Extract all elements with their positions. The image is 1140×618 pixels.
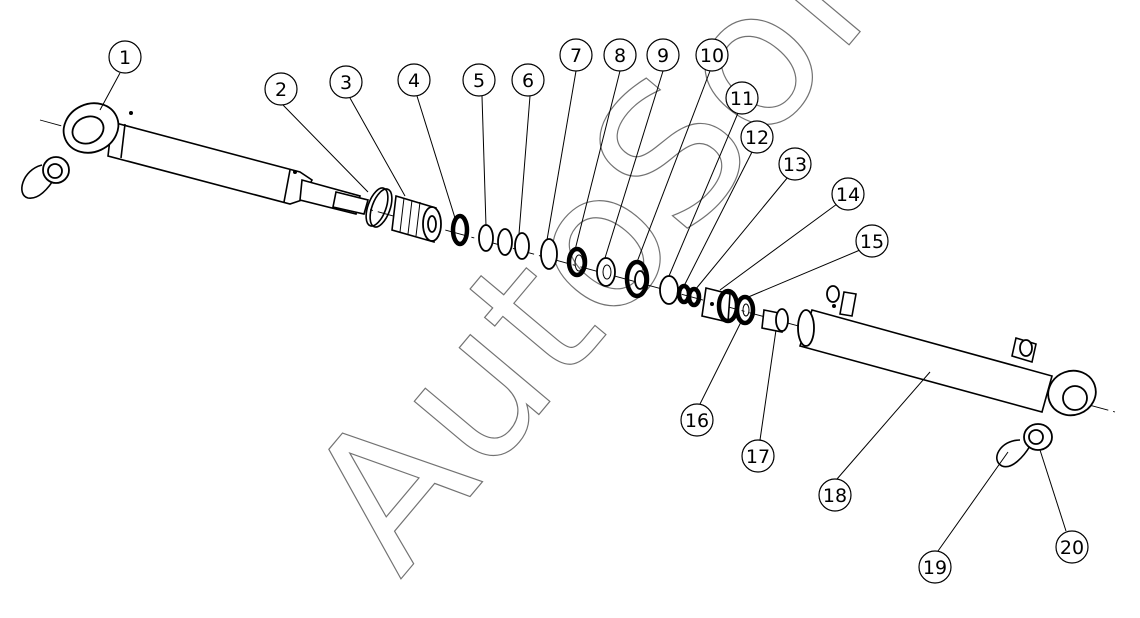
callout-11: 11: [725, 81, 759, 115]
callout-number: 15: [860, 231, 884, 253]
callout-number: 5: [473, 70, 485, 92]
part-13-oring: [686, 286, 702, 308]
callout-circle: [329, 65, 363, 99]
callout-number: 7: [570, 45, 582, 67]
part-3-piston: [391, 194, 442, 244]
part-20-bush: [1023, 423, 1053, 451]
callout-circle: [778, 147, 812, 181]
callout-15: 15: [855, 224, 889, 258]
callout-circle: [740, 120, 774, 154]
watermark-text: AutoSoft: [265, 0, 959, 609]
callout-circle: [741, 439, 775, 473]
callout-6: 6: [511, 63, 545, 97]
callout-number: 1: [119, 47, 131, 69]
callout-16: 16: [680, 403, 714, 437]
part-15-washer: [734, 294, 756, 326]
callout-10: 10: [695, 38, 729, 72]
callout-circle: [397, 63, 431, 97]
part-19-clip: [996, 439, 1031, 468]
callout-circle: [603, 38, 637, 72]
part-7-ring: [540, 238, 558, 270]
callout-circle: [831, 177, 865, 211]
callout-7: 7: [559, 38, 593, 72]
rod-eye-clip: [21, 156, 70, 199]
part-8-seal: [566, 246, 588, 278]
callout-number: 10: [700, 45, 724, 67]
callout-circle: [1055, 530, 1089, 564]
callout-number: 8: [614, 45, 626, 67]
callout-circle: [725, 81, 759, 115]
callout-13: 13: [778, 147, 812, 181]
callout-circle: [264, 72, 298, 106]
callout-number: 9: [657, 45, 669, 67]
callout-circle: [462, 63, 496, 97]
part-14-gland: [701, 287, 740, 324]
callout-circle: [855, 224, 889, 258]
part-17-nut: [761, 308, 789, 333]
callout-number: 16: [685, 410, 709, 432]
callout-12: 12: [740, 120, 774, 154]
callout-number: 4: [408, 70, 420, 92]
callout-number: 13: [783, 154, 807, 176]
callout-circle: [646, 38, 680, 72]
callout-3: 3: [329, 65, 363, 99]
callout-9: 9: [646, 38, 680, 72]
part-6b-ring: [514, 232, 530, 260]
callout-18: 18: [818, 478, 852, 512]
part-18-cylinder-barrel: [797, 285, 1097, 417]
callout-number: 2: [275, 79, 287, 101]
callout-circle: [680, 403, 714, 437]
callout-number: 20: [1060, 537, 1084, 559]
callout-circle: [695, 38, 729, 72]
callout-circle: [559, 38, 593, 72]
part-11-ring: [659, 275, 679, 305]
callout-20: 20: [1055, 530, 1089, 564]
callout-number: 14: [836, 184, 860, 206]
part-5-ring: [478, 224, 494, 252]
callout-number: 12: [745, 127, 769, 149]
part-9-washer: [596, 257, 616, 287]
callout-number: 17: [746, 446, 770, 468]
callout-4: 4: [397, 63, 431, 97]
callout-2: 2: [264, 72, 298, 106]
callout-number: 11: [730, 88, 754, 110]
callout-circle: [818, 478, 852, 512]
callout-14: 14: [831, 177, 865, 211]
callout-circle: [918, 550, 952, 584]
part-2-snap-ring: [365, 187, 393, 228]
callout-circle: [511, 63, 545, 97]
part-4-seal: [450, 213, 470, 247]
callout-number: 18: [823, 485, 847, 507]
callout-number: 19: [923, 557, 947, 579]
callout-number: 3: [340, 72, 352, 94]
part-1-piston-rod: [62, 102, 369, 215]
callout-5: 5: [462, 63, 496, 97]
callout-1: 1: [108, 40, 142, 74]
leader-lines: [99, 70, 1067, 552]
callout-17: 17: [741, 439, 775, 473]
part-6-ring: [497, 228, 513, 256]
callout-8: 8: [603, 38, 637, 72]
callout-19: 19: [918, 550, 952, 584]
callout-circle: [108, 40, 142, 74]
watermark: AutoSoft: [265, 0, 960, 610]
callout-number: 6: [522, 70, 534, 92]
